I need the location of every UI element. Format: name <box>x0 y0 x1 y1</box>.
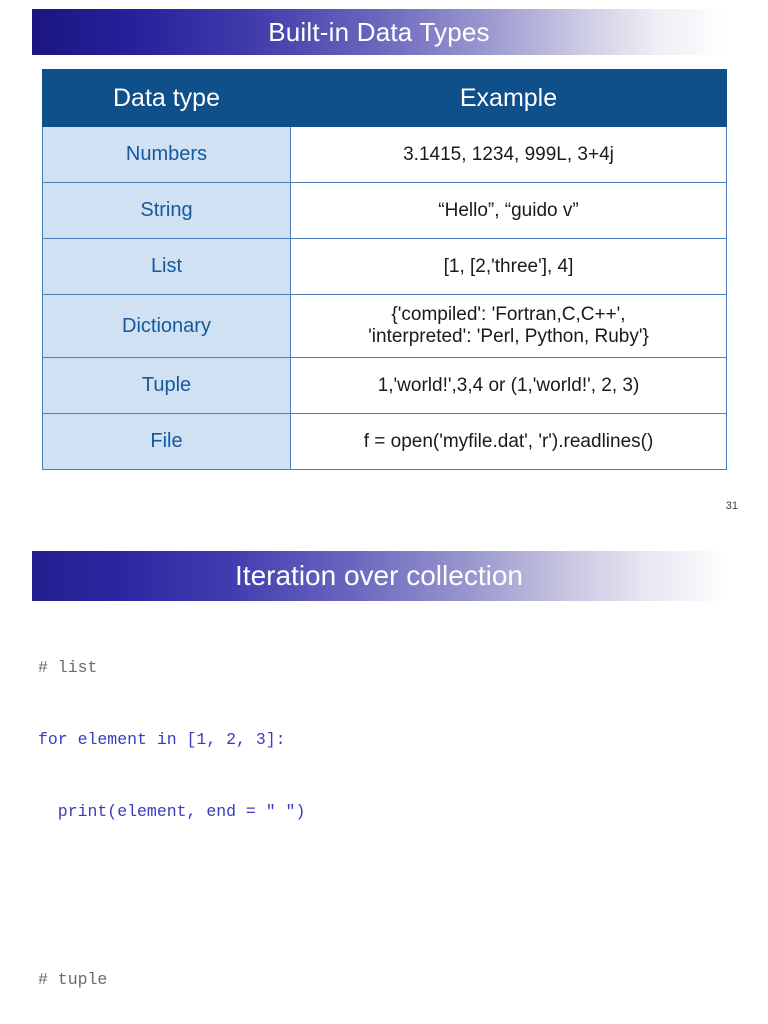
column-header-example: Example <box>290 69 727 127</box>
cell-example: f = open('myfile.dat', 'r').readlines() <box>290 413 727 470</box>
table-row: Dictionary {'compiled': 'Fortran,C,C++',… <box>42 294 727 358</box>
cell-example-line-1: {'compiled': 'Fortran,C,C++', <box>391 304 626 325</box>
cell-example: 1,'world!',3,4 or (1,'world!', 2, 3) <box>290 357 727 414</box>
data-types-table: Data type Example Numbers 3.1415, 1234, … <box>42 69 727 470</box>
cell-example: “Hello”, “guido v” <box>290 182 727 239</box>
table-header-row: Data type Example <box>42 69 727 127</box>
table-row: String “Hello”, “guido v” <box>42 182 727 239</box>
cell-example: [1, [2,'three'], 4] <box>290 238 727 295</box>
slide-title-banner: Iteration over collection <box>32 551 726 601</box>
page-title: Built-in Data Types <box>268 17 490 47</box>
cell-data-type: Dictionary <box>42 294 291 358</box>
code-line-blank <box>38 872 738 896</box>
code-line-comment-list: # list <box>38 658 98 677</box>
page-title: Iteration over collection <box>235 560 523 591</box>
code-line-for-list: for element in [1, 2, 3]: <box>38 730 286 749</box>
slide-title-banner: Built-in Data Types <box>32 9 726 55</box>
cell-data-type: Tuple <box>42 357 291 414</box>
cell-data-type: String <box>42 182 291 239</box>
table-row: Tuple 1,'world!',3,4 or (1,'world!', 2, … <box>42 357 727 414</box>
slide-iteration-over-collection: Iteration over collection # list for ele… <box>0 540 768 1024</box>
cell-data-type: List <box>42 238 291 295</box>
table-row: File f = open('myfile.dat', 'r').readlin… <box>42 413 727 470</box>
cell-data-type: Numbers <box>42 126 291 183</box>
table-row: List [1, [2,'three'], 4] <box>42 238 727 295</box>
code-line-print-list: print(element, end = " ") <box>38 802 306 821</box>
cell-example-line-2: 'interpreted': 'Perl, Python, Ruby'} <box>368 326 649 347</box>
column-header-data-type: Data type <box>42 69 291 127</box>
page-number: 31 <box>725 500 738 512</box>
code-line-comment-tuple: # tuple <box>38 970 108 989</box>
cell-example: {'compiled': 'Fortran,C,C++', 'interpret… <box>290 294 727 358</box>
cell-data-type: File <box>42 413 291 470</box>
cell-example: 3.1415, 1234, 999L, 3+4j <box>290 126 727 183</box>
table-row: Numbers 3.1415, 1234, 999L, 3+4j <box>42 126 727 183</box>
code-block: # list for element in [1, 2, 3]: print(e… <box>38 608 738 1024</box>
slide-built-in-data-types: Built-in Data Types Data type Example Nu… <box>32 9 738 512</box>
